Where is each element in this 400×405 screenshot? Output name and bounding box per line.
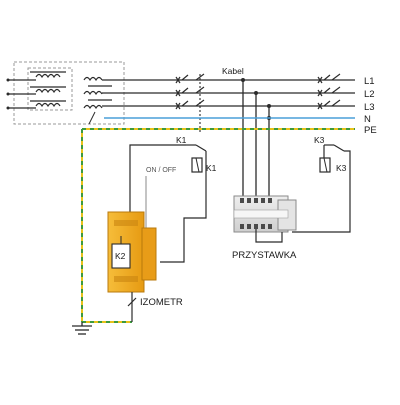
line-pe bbox=[81, 128, 355, 323]
n-break-mark bbox=[88, 111, 96, 125]
breaker-left bbox=[175, 74, 189, 110]
transformer-box bbox=[6, 61, 125, 125]
ground-icon bbox=[72, 322, 92, 335]
k3-control-wiring bbox=[292, 144, 351, 233]
k1-coil: K1 bbox=[191, 157, 217, 173]
transformer-primary-coils bbox=[30, 71, 66, 108]
cable-label: Kabel bbox=[222, 66, 244, 76]
label-n: N bbox=[364, 114, 371, 125]
k1-top-label: K1 bbox=[176, 135, 187, 145]
k3-top-label: K3 bbox=[314, 135, 325, 145]
cable-drops bbox=[242, 80, 270, 196]
label-l2: L2 bbox=[364, 89, 375, 100]
attachment-module bbox=[233, 195, 297, 243]
k1-coil-label: K1 bbox=[206, 163, 217, 173]
meter-label: IZOMETR bbox=[140, 297, 183, 308]
device-k2-label: K2 bbox=[115, 251, 126, 261]
label-pe: PE bbox=[364, 125, 377, 136]
k3-coil-label: K3 bbox=[336, 163, 347, 173]
k3-coil: K3 bbox=[319, 157, 347, 173]
junction-dots bbox=[241, 78, 271, 120]
meter-ground-wire bbox=[127, 292, 137, 322]
label-l3: L3 bbox=[364, 102, 375, 113]
k1-main-contacts bbox=[195, 73, 205, 134]
insulation-meter-device: K2 bbox=[107, 211, 157, 293]
switch-label: ON / OFF bbox=[146, 167, 176, 174]
attachment-label: PRZYSTAWKA bbox=[232, 250, 297, 261]
label-l1: L1 bbox=[364, 76, 375, 87]
breaker-right bbox=[317, 74, 331, 110]
k3-main-contacts bbox=[331, 73, 341, 107]
transformer-secondary-coils bbox=[83, 76, 112, 110]
phase-lines bbox=[102, 79, 355, 107]
